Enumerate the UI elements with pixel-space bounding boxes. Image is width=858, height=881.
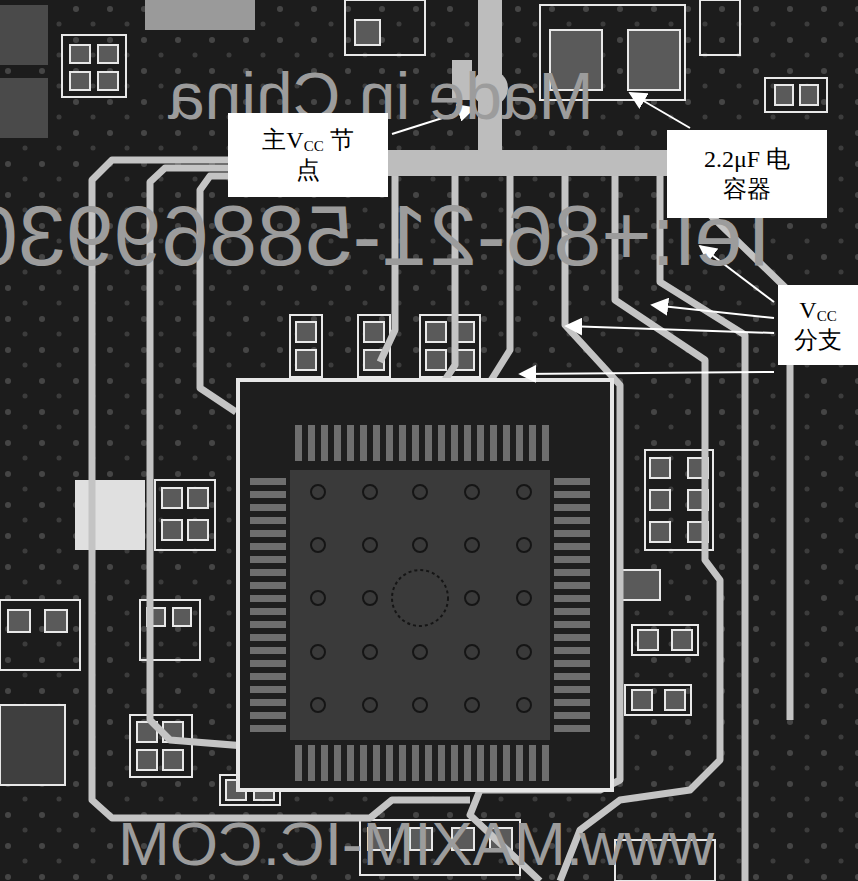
callout-box: 主VCC 节点 [228, 113, 388, 197]
callout-text: 2.2μF 电容器 [695, 144, 799, 204]
ic-package [238, 380, 612, 790]
silkscreen-text: www.MAXIM-IC.COM [118, 808, 714, 879]
callout-text: 主VCC 节点 [260, 125, 356, 186]
callout-box: 2.2μF 电容器 [667, 130, 827, 218]
callout-text: VCC 分支 [787, 295, 849, 356]
components [0, 0, 827, 881]
callout-box: VCC 分支 [778, 285, 858, 365]
